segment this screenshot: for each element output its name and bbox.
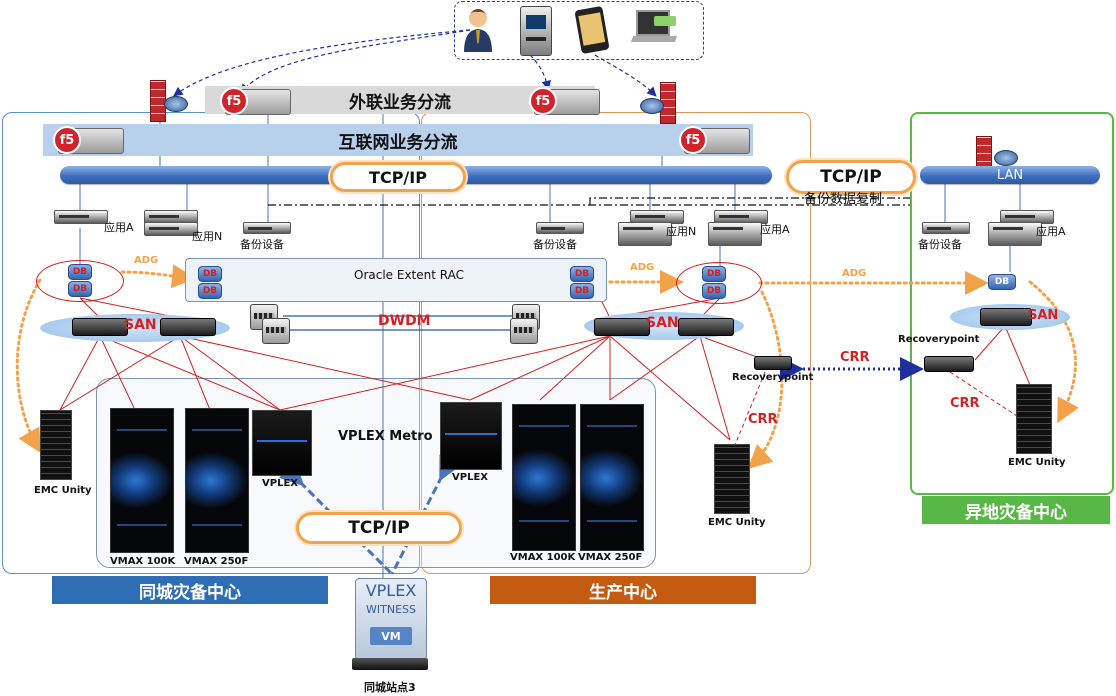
db-icon: DB [702, 283, 726, 299]
f5-icon: f5 [53, 126, 124, 154]
vplex-metro-label: VPLEX Metro [338, 429, 433, 444]
router-icon [164, 96, 188, 112]
server-icon [988, 222, 1042, 246]
person-icon [462, 6, 494, 52]
crr-label-remote: CRR [950, 396, 980, 411]
vmax-rack-icon [110, 408, 174, 553]
vm-badge: VM [370, 627, 412, 645]
recoverypoint-prod-label: Recoverypoint [732, 372, 814, 383]
backup-replication-label: 备份数据复制 [804, 192, 883, 207]
server-icon [243, 222, 291, 234]
tcpip-cloud-witness: TCP/IP [296, 512, 462, 544]
router-icon [994, 150, 1018, 166]
emc-unity-icon [714, 444, 750, 514]
db-icon: DB [198, 266, 222, 282]
witness-icon: VPLEX WITNESS VM [355, 578, 427, 660]
recoverypoint-icon [754, 356, 792, 370]
db-icon: DB [570, 266, 594, 282]
db-icon: DB [988, 274, 1016, 290]
vmax-100k-prod-label: VMAX 100K [510, 552, 576, 563]
backup-device-remote-label: 备份设备 [918, 238, 962, 251]
lan-bar-right: LAN [920, 166, 1100, 184]
f5-icon: f5 [220, 87, 291, 115]
tcpip-cloud-lan: TCP/IP [330, 162, 466, 192]
server-icon [618, 222, 672, 246]
atm-icon [520, 6, 552, 56]
san-switch-icon [594, 318, 650, 336]
witness-server-base [352, 658, 428, 670]
dwdm-label: DWDM [378, 313, 431, 329]
oracle-rac-label: Oracle Extent RAC [354, 268, 464, 282]
san-switch-icon [678, 318, 734, 336]
f5-icon: f5 [529, 87, 600, 115]
adg-label-prod: ADG [630, 262, 655, 273]
app-a-left-label: 应用A [104, 221, 134, 234]
vmax-250f-prod-label: VMAX 250F [578, 552, 643, 563]
emc-unity-icon [40, 410, 72, 480]
crr-label-prod: CRR [748, 412, 778, 427]
san-switch-icon [980, 308, 1032, 326]
recoverypoint-remote-label: Recoverypoint [898, 334, 980, 345]
oracle-rac-box [185, 258, 607, 302]
db-icon: DB [570, 283, 594, 299]
recoverypoint-icon [924, 356, 974, 372]
same-city-zone-label: 同城灾备中心 [52, 576, 328, 604]
emc-unity-left-label: EMC Unity [34, 485, 92, 496]
server-icon [536, 222, 584, 234]
adg-label-left: ADG [134, 255, 159, 266]
tcpip-cloud-remote: TCP/IP [786, 160, 916, 194]
laptop-icon [630, 10, 678, 50]
vmax-rack-icon [185, 408, 249, 553]
server-icon [630, 210, 684, 224]
san-switch-icon [72, 318, 128, 336]
db-icon: DB [702, 266, 726, 282]
crr-label-link: CRR [840, 350, 870, 365]
router-icon [640, 98, 664, 114]
emc-unity-prod-label: EMC Unity [708, 517, 766, 528]
internet-banner: 互联网业务分流 [43, 124, 753, 156]
db-ring-prod [676, 262, 762, 304]
vmax-rack-icon [512, 404, 576, 551]
db-icon: DB [68, 264, 92, 280]
db-icon: DB [68, 281, 92, 297]
backup-device-left-label: 备份设备 [240, 238, 284, 251]
app-a-remote-label: 应用A [1036, 225, 1066, 238]
san-label-prod: SAN [646, 315, 679, 331]
vplex-left-label: VPLEX [262, 478, 298, 489]
backup-device-prod-label: 备份设备 [533, 238, 577, 251]
dwdm-icon [510, 318, 538, 344]
witness-title: VPLEX [365, 581, 417, 600]
server-icon [54, 210, 108, 224]
app-n-prod-label: 应用N [666, 225, 697, 238]
app-a-prod-label: 应用A [760, 223, 790, 236]
server-icon [144, 222, 198, 236]
clients-group [454, 1, 704, 60]
f5-icon: f5 [679, 126, 750, 154]
san-label-left: SAN [124, 317, 157, 333]
emc-unity-icon [1016, 384, 1052, 454]
witness-subtitle: WITNESS [366, 603, 416, 616]
vplex-prod-label: VPLEX [452, 472, 488, 483]
dwdm-icon [262, 318, 290, 344]
emc-unity-remote-label: EMC Unity [1008, 457, 1066, 468]
remote-zone-label: 异地灾备中心 [922, 496, 1110, 524]
adg-label-remote: ADG [842, 268, 867, 279]
site3-label: 同城站点3 [364, 681, 416, 694]
server-icon [922, 222, 970, 234]
production-zone-label: 生产中心 [490, 576, 756, 604]
vplex-icon [440, 402, 502, 470]
db-icon: DB [198, 283, 222, 299]
vmax-rack-icon [580, 404, 644, 551]
vmax-100k-left-label: VMAX 100K [110, 556, 176, 567]
app-n-left-label: 应用N [192, 230, 223, 243]
vplex-icon [252, 410, 312, 476]
vmax-250f-left-label: VMAX 250F [184, 556, 249, 567]
db-ring-left [36, 260, 124, 302]
production-zone [421, 112, 811, 574]
san-switch-icon [160, 318, 216, 336]
server-icon [708, 222, 762, 246]
san-label-remote: SAN [1028, 308, 1059, 323]
remote-zone [910, 112, 1114, 495]
